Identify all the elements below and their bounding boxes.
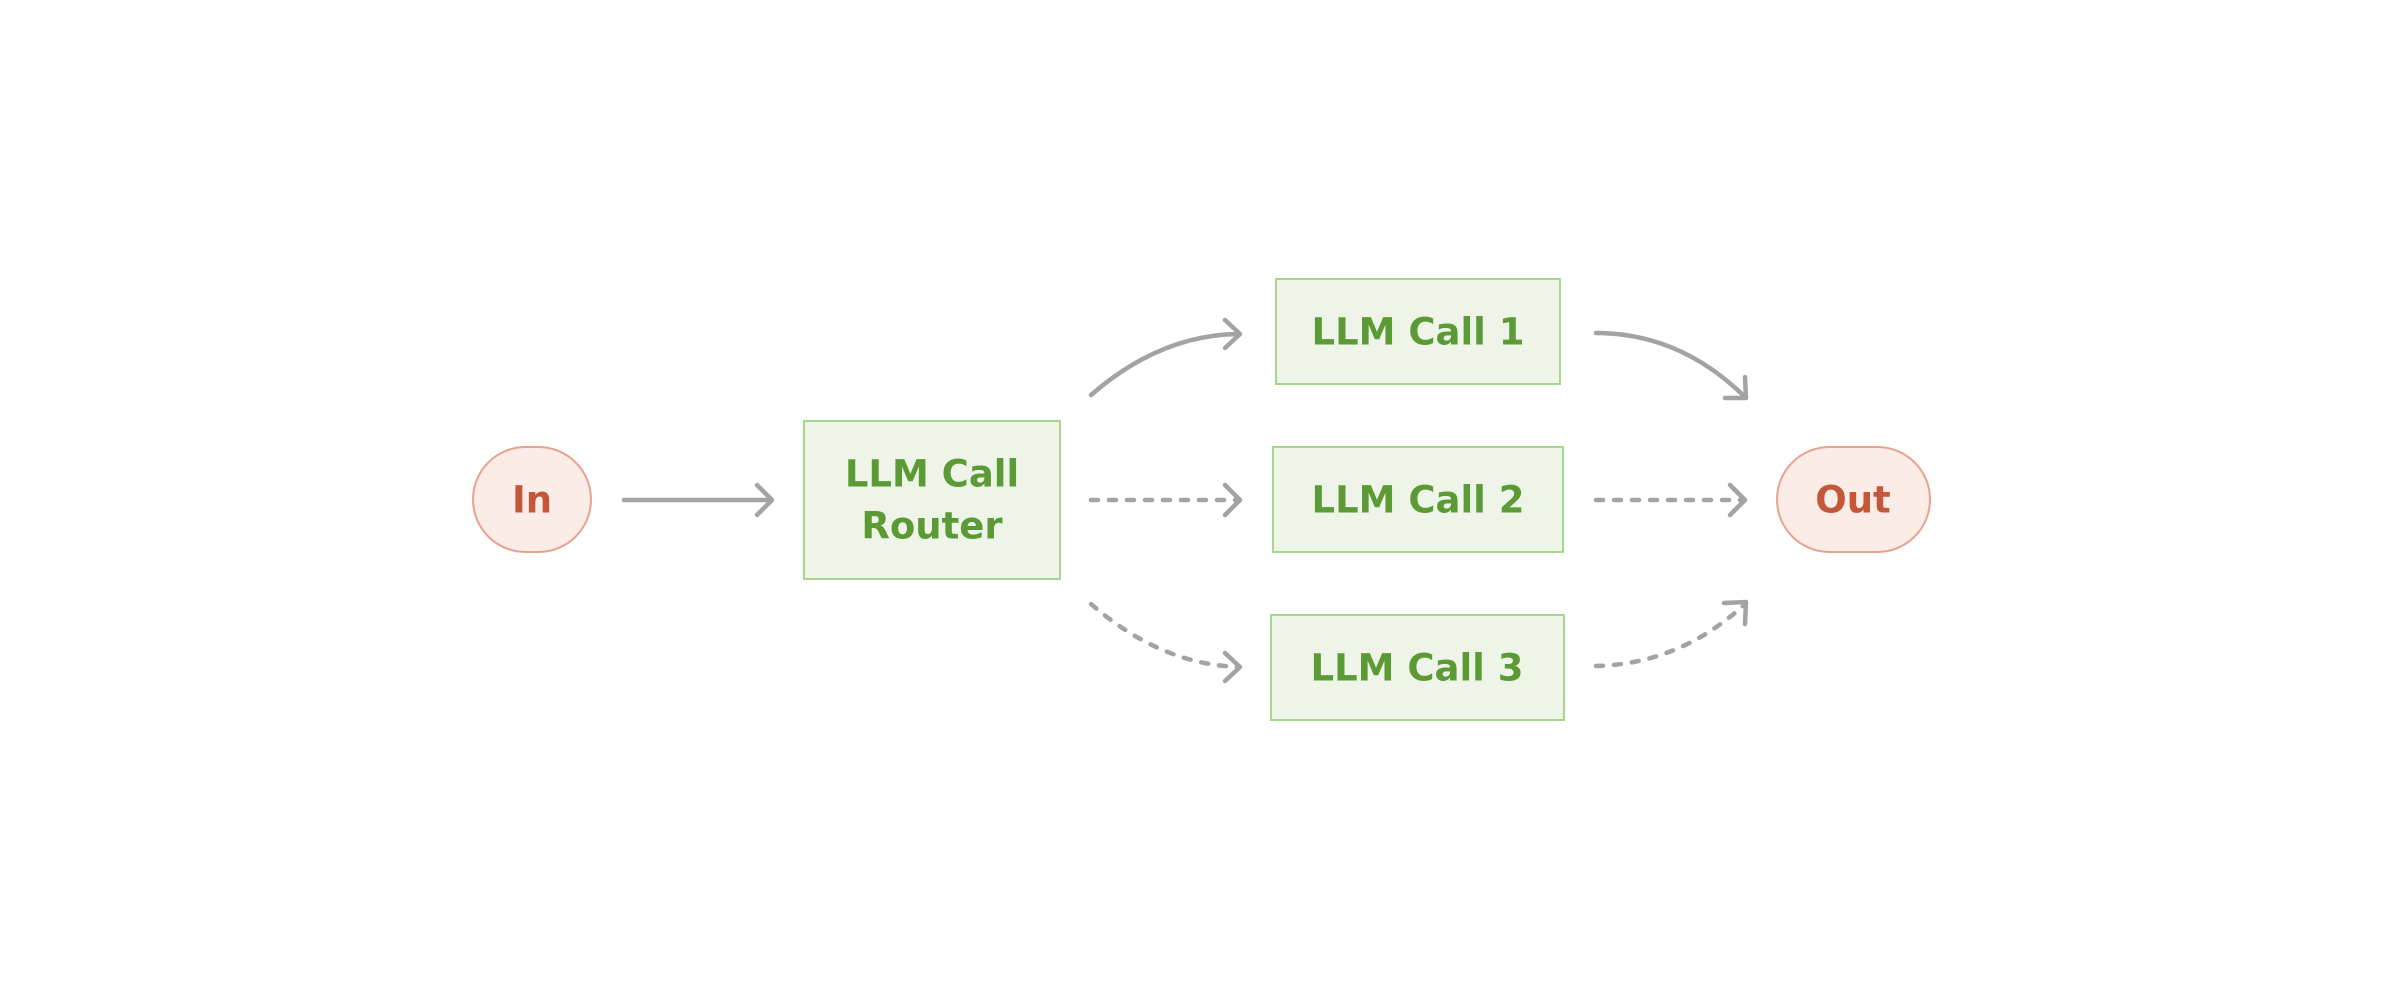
edge-call3-to-output <box>1593 599 1749 669</box>
edge-router-to-call1 <box>1088 317 1243 398</box>
arrowhead-icon <box>1722 374 1749 401</box>
arrowhead-icon <box>1222 482 1243 518</box>
edge-router-to-call2 <box>1088 482 1243 518</box>
arrowhead-icon <box>1222 317 1243 351</box>
input-node: In <box>472 446 592 553</box>
output-node-shape <box>1776 446 1931 553</box>
edge-call1-to-output-line <box>1593 330 1748 400</box>
edge-call1-to-output <box>1593 330 1749 401</box>
arrowhead-icon <box>1727 482 1748 518</box>
output-node: Out <box>1776 446 1931 553</box>
llm-call-3-label: LLM Call 3 <box>1311 647 1524 690</box>
llm-call-1-node: LLM Call 1 <box>1275 278 1561 385</box>
input-node-label: In <box>512 479 552 522</box>
router-node: LLM Call Router <box>803 420 1061 580</box>
router-node-label-line2: Router <box>861 505 1003 548</box>
edge-input-to-router <box>621 482 775 518</box>
arrowhead-icon <box>1721 599 1749 627</box>
llm-call-2-label: LLM Call 2 <box>1312 479 1525 522</box>
llm-call-3-shape <box>1270 614 1565 721</box>
edge-call3-to-output-line <box>1593 601 1748 669</box>
edge-router-to-call3-line <box>1088 601 1241 670</box>
input-node-shape <box>472 446 592 553</box>
router-node-label-line1: LLM Call <box>845 453 1019 496</box>
arrowhead-icon <box>754 482 775 518</box>
llm-call-1-label: LLM Call 1 <box>1312 311 1525 354</box>
llm-call-2-shape <box>1272 446 1564 553</box>
edge-router-to-call3 <box>1088 601 1243 684</box>
arrowhead-icon <box>1222 650 1243 684</box>
llm-call-1-shape <box>1275 278 1561 385</box>
edge-router-to-call1-line <box>1088 331 1241 398</box>
output-node-label: Out <box>1815 479 1890 522</box>
router-node-shape <box>803 420 1061 580</box>
llm-call-3-node: LLM Call 3 <box>1270 614 1565 721</box>
llm-call-2-node: LLM Call 2 <box>1272 446 1564 553</box>
edge-call2-to-output <box>1593 482 1748 518</box>
